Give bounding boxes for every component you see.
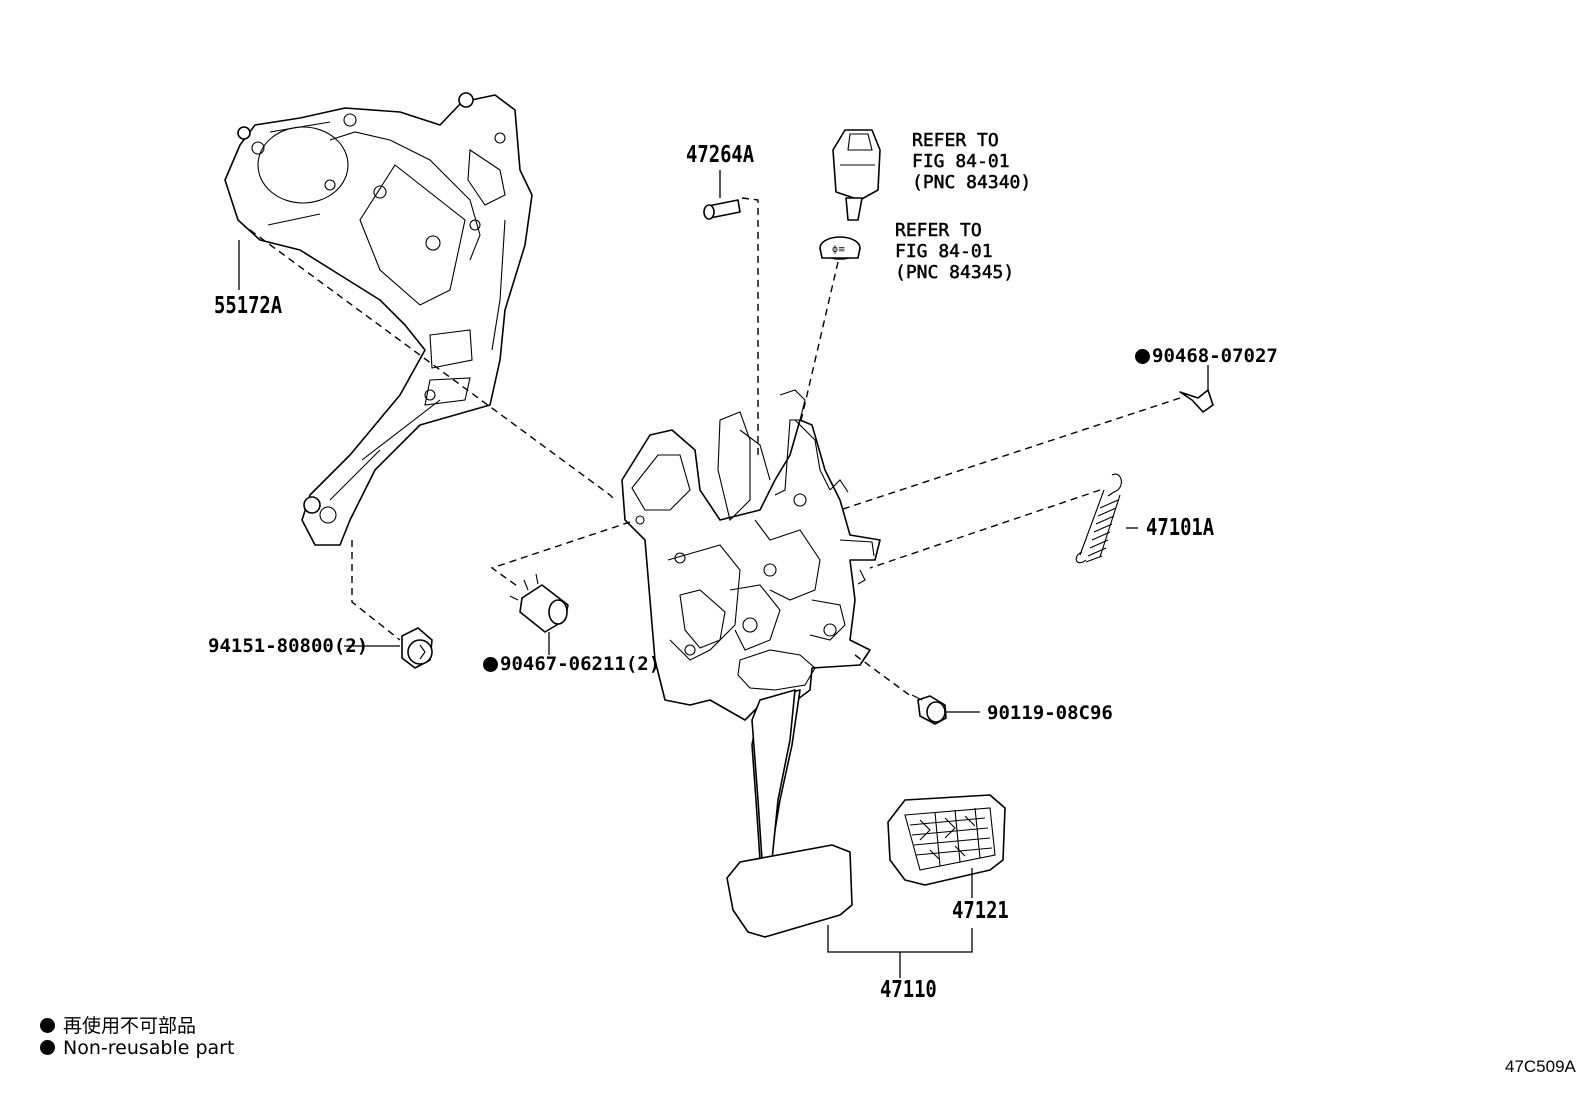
legend-text-en: Non-reusable part [63, 1037, 235, 1059]
part-number: 90468-07027 [1152, 345, 1278, 367]
figure-code: 47C509A [1505, 1057, 1576, 1076]
svg-text:ϕ≡: ϕ≡ [832, 245, 845, 255]
clip-drawing [1179, 389, 1214, 413]
pedal-pad-drawing [887, 794, 1006, 886]
ref-line-3: (PNC 84345) [895, 262, 1015, 284]
label-47101A: 47101A [1146, 515, 1215, 541]
assembly-lines [249, 197, 1181, 698]
non-reusable-dot-icon [1135, 349, 1150, 364]
label-47121: 47121 [952, 898, 1009, 924]
pedal-bracket-drawing [224, 92, 533, 546]
label-90467-06211: 90467-06211(2) [483, 655, 660, 674]
ref-line-3: (PNC 84340) [912, 172, 1032, 194]
pedal-mechanism-drawing [621, 389, 881, 938]
legend-text-ja: 再使用不可部品 [63, 1015, 197, 1037]
switch-cushion-drawing: ϕ≡ [819, 236, 861, 260]
label-refer-stop-lamp-switch: REFER TO FIG 84-01 (PNC 84340) [912, 130, 1032, 194]
non-reusable-dot-icon [483, 657, 498, 672]
bolt-drawing [911, 694, 947, 725]
ref-line-1: REFER TO [895, 220, 982, 242]
label-55172A: 55172A [214, 293, 283, 319]
non-reusable-dot-icon [40, 1018, 55, 1033]
label-90119-08C96: 90119-08C96 [987, 702, 1113, 724]
legend-english: Non-reusable part [40, 1037, 234, 1059]
collar-drawing [509, 573, 569, 633]
label-47264A: 47264A [686, 142, 755, 168]
non-reusable-dot-icon [40, 1040, 55, 1055]
legend-japanese: 再使用不可部品 [40, 1011, 196, 1038]
leader-lines [238, 170, 1209, 978]
label-47110: 47110 [880, 977, 937, 1003]
part-number: 90467-06211(2) [500, 653, 661, 675]
stop-lamp-switch-drawing [832, 129, 881, 221]
ref-line-2: FIG 84-01 [895, 241, 993, 263]
bushing-drawing [401, 627, 433, 669]
label-94151-80800: 94151-80800(2) [208, 635, 369, 657]
label-refer-switch-cushion: REFER TO FIG 84-01 (PNC 84345) [895, 220, 1015, 284]
return-spring-drawing [1075, 473, 1122, 564]
ref-line-1: REFER TO [912, 130, 999, 152]
pin-drawing [703, 199, 741, 220]
label-90468-07027: 90468-07027 [1135, 347, 1278, 366]
ref-line-2: FIG 84-01 [912, 151, 1010, 173]
